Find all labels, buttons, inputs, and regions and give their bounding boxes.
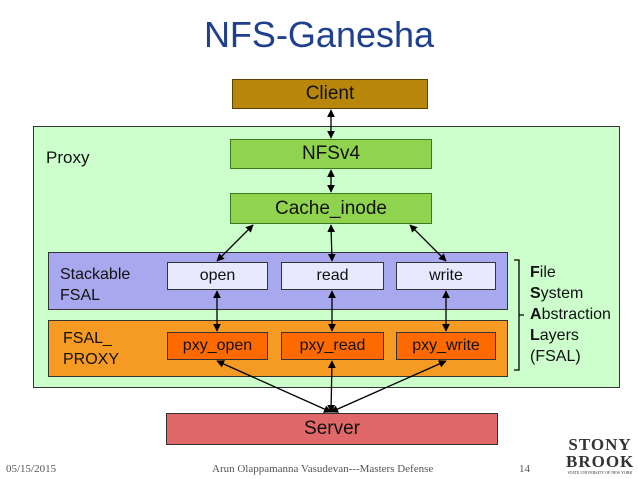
open-op-box: open	[167, 262, 268, 290]
logo-text: STONY BROOK	[566, 435, 635, 471]
stony-brook-logo: STONY BROOK STATE UNIVERSITY OF NEW YORK	[566, 436, 634, 475]
client-box: Client	[232, 79, 428, 109]
logo-subtext: STATE UNIVERSITY OF NEW YORK	[567, 470, 633, 475]
server-box: Server	[166, 413, 498, 445]
fsal-desc-line2: System	[530, 285, 584, 302]
pxy-write-box: pxy_write	[396, 332, 496, 360]
pxy-open-box: pxy_open	[167, 332, 268, 360]
stackable-fsal-label: Stackable FSAL	[60, 264, 130, 306]
cache-inode-box: Cache_inode	[230, 193, 432, 224]
stackable-label-line1: Stackable	[60, 266, 131, 283]
fsal-brace	[514, 259, 524, 371]
arrow-cache-read	[327, 224, 336, 262]
stackable-label-line2: FSAL	[60, 287, 101, 304]
pxy-read-box: pxy_read	[281, 332, 384, 360]
read-op-box: read	[281, 262, 384, 290]
footer-date: 05/15/2015	[6, 463, 57, 475]
fsal-description: File System Abstraction Layers (FSAL)	[530, 262, 611, 367]
nfsv4-box: NFSv4	[230, 139, 432, 169]
fsal-desc-line3: Abstraction	[530, 306, 611, 323]
footer-page-number: 14	[519, 463, 530, 475]
arrow-pxy-open-server	[216, 360, 332, 413]
slide-title: NFS-Ganesha	[203, 14, 435, 55]
arrow-cache-write	[409, 224, 447, 262]
footer-author: Arun Olappamanna Vasudevan---Masters Def…	[212, 463, 434, 475]
fsal-desc-line4: Layers	[530, 327, 579, 344]
arrow-pxy-write-server	[330, 360, 447, 413]
fsal-desc-line5: (FSAL)	[530, 348, 581, 365]
arrow-cache-open	[216, 224, 254, 262]
fsal-proxy-label-line1: FSAL_	[63, 330, 112, 347]
fsal-proxy-label-line2: PROXY	[63, 351, 120, 368]
proxy-label: Proxy	[46, 148, 90, 167]
write-op-box: write	[396, 262, 496, 290]
fsal-desc-line1: File	[530, 264, 556, 281]
arrow-pxy-read-server	[327, 360, 336, 413]
fsal-proxy-label: FSAL_ PROXY	[63, 328, 119, 370]
